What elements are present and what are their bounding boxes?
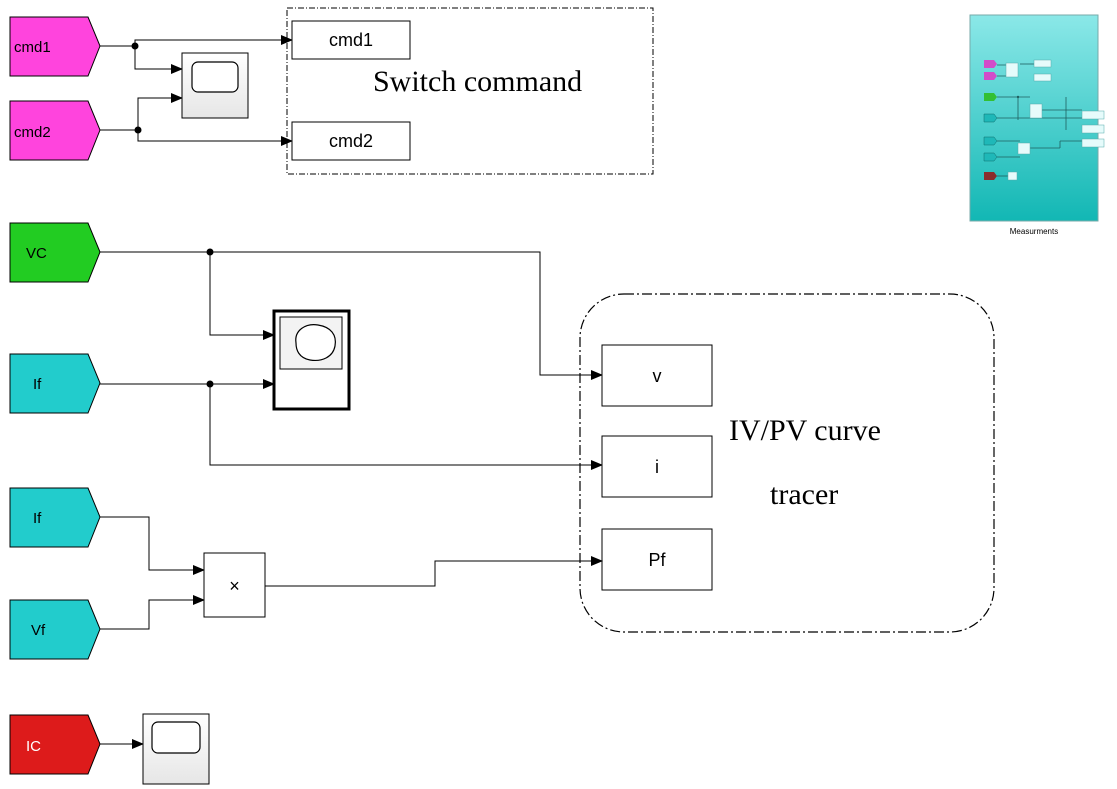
cmd1-output-port[interactable]: cmd1 (291, 20, 411, 60)
cmd2-output-label: cmd2 (329, 131, 373, 151)
cmd2-input-tag[interactable]: cmd2 (9, 100, 101, 161)
vc-input-tag[interactable]: VC (9, 222, 101, 283)
cmd2-output-port[interactable]: cmd2 (291, 121, 411, 161)
ic-input-tag[interactable]: IC (9, 714, 101, 775)
cmd2-input-label: cmd2 (14, 124, 51, 141)
cmd1-input-label: cmd1 (14, 39, 51, 56)
pf-output-label: Pf (648, 550, 666, 570)
if-input-tag-2[interactable]: If (9, 487, 101, 548)
cmd1-input-tag[interactable]: cmd1 (9, 16, 101, 77)
vc-input-label: VC (26, 245, 47, 262)
branch-point (206, 380, 214, 388)
measurements-subsystem[interactable]: Measurments (969, 14, 1105, 236)
switch-command-group-border (286, 7, 654, 175)
iv-pv-tracer-group-border (579, 293, 995, 633)
if-input-label-2: If (33, 510, 42, 527)
pf-output-port[interactable]: Pf (601, 528, 713, 591)
branch-point (134, 126, 142, 134)
i-output-port[interactable]: i (601, 435, 713, 498)
tracer-label-line2: tracer (770, 478, 838, 511)
ic-input-label: IC (26, 738, 41, 755)
product-wires (100, 516, 603, 630)
vc-if-wires (100, 251, 603, 470)
cmd1-output-label: cmd1 (329, 30, 373, 50)
xy-graph-scope[interactable] (272, 309, 351, 411)
if-input-tag-1[interactable]: If (9, 353, 101, 414)
if-input-label-1: If (33, 376, 42, 393)
switch-command-label: Switch command (373, 65, 582, 98)
product-symbol: × (229, 576, 240, 596)
v-output-port[interactable]: v (601, 344, 713, 407)
tracer-label-line1: IV/PV curve (729, 414, 881, 447)
product-block[interactable]: × (203, 552, 266, 618)
v-output-label: v (653, 366, 662, 386)
cmd-scope[interactable] (181, 52, 249, 119)
i-output-label: i (655, 457, 659, 477)
vf-input-tag[interactable]: Vf (9, 599, 101, 660)
ic-scope[interactable] (142, 713, 210, 785)
branch-point (206, 248, 214, 256)
branch-point (131, 42, 139, 50)
measurements-label: Measurments (1010, 227, 1058, 236)
vf-input-label: Vf (31, 622, 46, 639)
